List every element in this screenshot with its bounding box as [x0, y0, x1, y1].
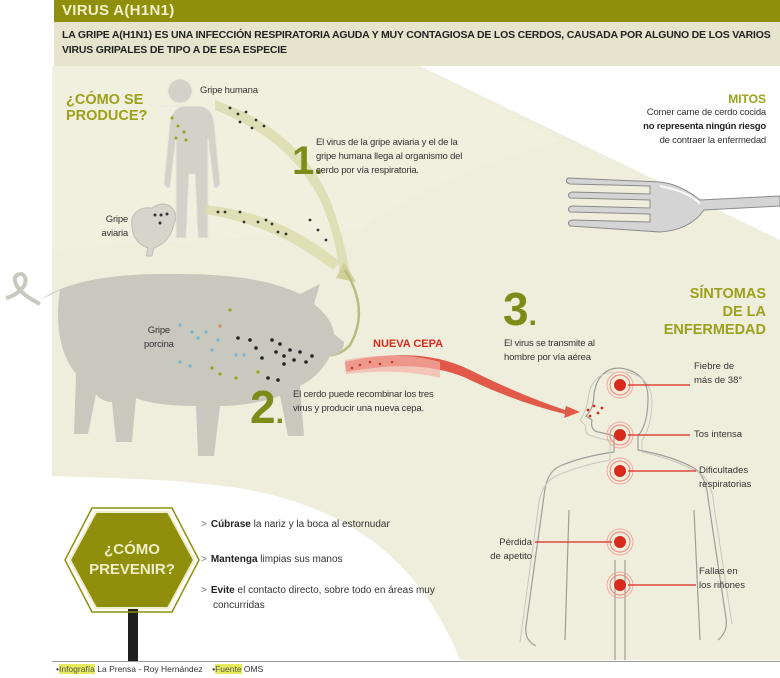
step-2-text: El cerdo puede recombinar los tres virus…: [293, 389, 434, 414]
sign-line: PREVENIR?: [89, 561, 175, 578]
title-line: ¿CÓMO SE: [66, 92, 144, 108]
mitos-block: MITOS Comer carne de cerdo cocida no rep…: [643, 92, 766, 148]
label-line: más de 38°: [694, 375, 743, 386]
step-1-text: El virus de la gripe aviaria y el de la …: [316, 137, 463, 176]
label-line: Gripe: [147, 325, 170, 336]
bullet-icon: •: [212, 664, 216, 674]
label-line: los riñones: [699, 580, 745, 591]
prevent-sign-hexagon: [68, 511, 196, 609]
symptom-label-kidneys: Fallas en los riñones: [699, 565, 745, 593]
prevention-item: >Mantenga limpias sus manos: [201, 552, 483, 567]
prevention-item: >Evite el contacto directo, sobre todo e…: [201, 583, 483, 613]
footer-divider: [52, 661, 780, 662]
label-line: de apetito: [490, 551, 532, 562]
step-2-number: 2.: [250, 381, 284, 433]
title-line: DE LA: [722, 304, 767, 320]
label-line: Tos intensa: [694, 429, 743, 440]
label-line: Fiebre de: [694, 361, 735, 372]
section-title-sintomas: SÍNTOMAS DE LA ENFERMEDAD: [664, 285, 766, 339]
credit-label: Infografía: [58, 664, 95, 674]
symptom-label-fever: Fiebre de más de 38°: [694, 360, 742, 388]
title-line: ENFERMEDAD: [663, 322, 766, 338]
title-line: SÍNTOMAS: [689, 286, 766, 302]
source-text: OMS: [241, 664, 264, 674]
intro-text: La gripe A(H1N1) es una infección respir…: [62, 29, 771, 56]
mitos-line-bold: no representa ningún riesgo: [643, 121, 766, 132]
label-line: Gripe: [105, 214, 128, 225]
fork-icon: [565, 177, 780, 233]
section-title-como-se-produce: ¿CÓMO SE PRODUCE?: [66, 92, 147, 124]
hen-icon: [131, 203, 177, 257]
prevent-sign-text: ¿CÓMO PREVENIR?: [70, 540, 194, 580]
item-bold: Evite: [210, 585, 235, 596]
new-strain-label: NUEVA CEPA: [373, 338, 444, 350]
bullet-icon: >: [201, 554, 207, 565]
symptom-target-kidneys: [606, 571, 696, 599]
symptom-target-breathing: [606, 457, 696, 485]
credit-text: La Prensa - Roy Hernández: [94, 664, 203, 674]
symptom-target-fever: [606, 371, 690, 399]
step-1-number: 1.: [292, 139, 323, 183]
symptom-markers: [535, 371, 696, 599]
item-text: limpias sus manos: [257, 554, 343, 565]
bullet-icon: >: [201, 519, 207, 530]
label-line: respiratorias: [699, 479, 752, 490]
symptom-label-appetite: Pérdida de apetito: [484, 536, 532, 564]
sign-post: [128, 605, 138, 661]
symptom-label-breathing: Dificultades respiratorias: [699, 464, 751, 492]
item-bold: Mantenga: [210, 554, 258, 565]
item-text: el contacto directo, sobre todo en áreas…: [213, 585, 435, 611]
symptom-target-cough: [606, 421, 690, 449]
prevention-list: >Cúbrase la nariz y la boca al estornuda…: [201, 517, 483, 613]
label-line: porcina: [144, 339, 174, 350]
label-human-flu: Gripe humana: [200, 85, 258, 96]
bullet-icon: •: [56, 664, 59, 674]
label-line: aviaria: [101, 228, 128, 239]
human-body-outline-icon: [525, 367, 727, 660]
source-label: Fuente: [215, 664, 242, 674]
label-line: Dificultades: [699, 465, 749, 476]
header-bar: [54, 0, 780, 22]
sign-line: ¿CÓMO: [104, 541, 160, 558]
avian-flow-arrow: [205, 205, 340, 270]
label-swine-flu: Gripe porcina: [144, 324, 174, 352]
mitos-line: de contraer la enfermedad: [659, 135, 767, 146]
label-line: Fallas en: [699, 566, 738, 577]
title-line: PRODUCE?: [66, 108, 148, 124]
step-number: 2: [250, 381, 276, 433]
item-text: la nariz y la boca al estornudar: [250, 519, 390, 530]
symptom-label-cough: Tos intensa: [694, 428, 742, 442]
symptom-target-appetite: [535, 528, 634, 556]
mitos-title: MITOS: [728, 92, 766, 106]
step-3-text: El virus se transmite al hombre por vía …: [504, 338, 595, 363]
label-line: Pérdida: [499, 537, 532, 548]
item-bold: Cúbrase: [210, 519, 251, 530]
human-flow-arrow: [215, 100, 350, 275]
intro-band: [54, 22, 780, 66]
label-avian-flu: Gripe aviaria: [88, 213, 128, 241]
prevention-item: >Cúbrase la nariz y la boca al estornuda…: [201, 517, 483, 532]
pig-silhouette-icon: [5, 271, 344, 456]
credits-footer: •Infografía La Prensa - Roy Hernández •F…: [56, 664, 263, 674]
step-number: 3: [503, 283, 529, 335]
step-number: 1: [292, 139, 315, 183]
mitos-line: Comer carne de cerdo cocida: [646, 107, 766, 118]
step-3-number: 3.: [503, 283, 537, 335]
bullet-icon: >: [201, 585, 207, 596]
page-title: VIRUS A(H1N1): [62, 2, 175, 19]
